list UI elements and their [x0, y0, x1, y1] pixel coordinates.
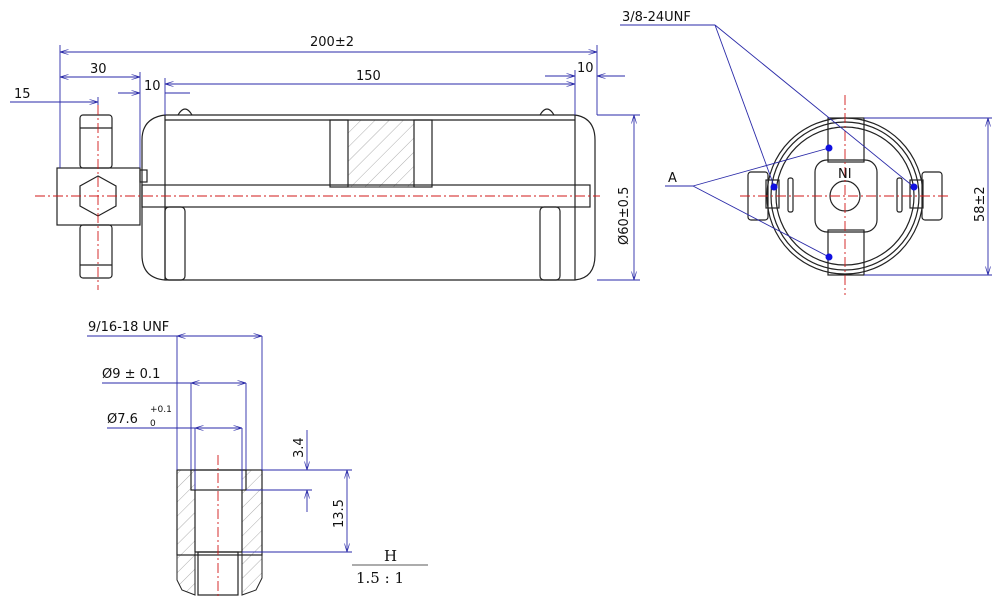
detail-thread-callout: 9/16-18 UNF	[88, 320, 169, 335]
dim-body: 150	[356, 69, 381, 84]
dim-fitting: 30	[90, 62, 107, 77]
point-label-a: A	[668, 171, 677, 186]
dim-right-gap: 10	[577, 61, 594, 76]
point-a-bottom	[825, 253, 833, 261]
thread-callout: 3/8-24UNF	[622, 10, 691, 25]
top-nipple	[79, 114, 113, 169]
dim-fitting-center: 15	[14, 87, 31, 102]
detail-label: H	[384, 547, 397, 565]
dim-inner-tol-upper: +0.1	[150, 405, 172, 415]
detail-view-h: 9/16-18 UNF Ø9 ± 0.1 Ø7.6 +0.1 0 3.4 13.…	[87, 320, 428, 598]
dim-left-gap: 10	[144, 79, 161, 94]
filter-core	[347, 119, 415, 188]
dim-outer-bore: Ø9 ± 0.1	[102, 367, 160, 382]
dim-inner-tol-lower: 0	[150, 419, 156, 429]
dim-diameter: Ø60±0.5	[617, 187, 632, 245]
dim-height: 58±2	[973, 186, 988, 222]
dim-inner-bore: Ø7.6	[107, 412, 138, 427]
dim-depth: 13.5	[332, 499, 347, 528]
detail-scale: 1.5 : 1	[356, 569, 404, 587]
marking-ni: NI	[838, 167, 852, 182]
dim-overall: 200±2	[310, 35, 354, 50]
dim-counterbore-depth: 3.4	[292, 437, 307, 458]
bottom-nipple	[79, 224, 113, 279]
end-view: NI 3/8-24UNF A 58±2	[620, 10, 992, 295]
thread-point-right	[910, 183, 918, 191]
thread-point-left	[770, 183, 778, 191]
point-a-top	[825, 144, 833, 152]
side-view: 200±2 30 15 10 150 10 Ø60±0.5	[10, 35, 640, 290]
